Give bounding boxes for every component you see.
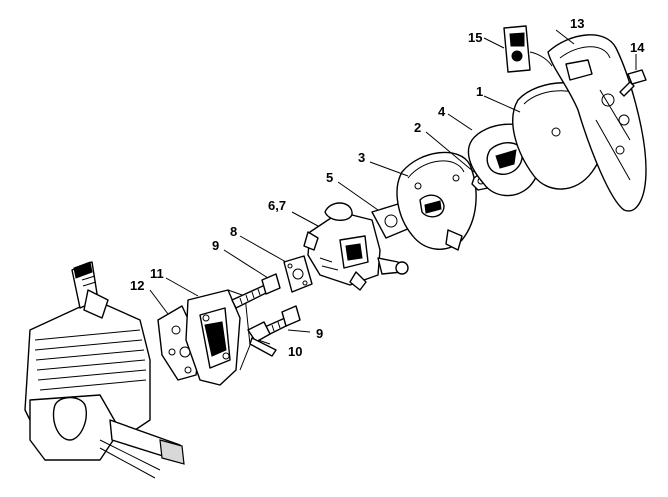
callout-6-7: 6,7 — [268, 198, 286, 213]
gasket-8 — [283, 255, 313, 293]
callout-10: 10 — [288, 344, 302, 359]
callout-4: 4 — [438, 104, 446, 119]
callout-9-upper: 9 — [212, 238, 219, 253]
callout-1: 1 — [476, 84, 483, 99]
engine-block — [24, 261, 185, 479]
callout-14: 14 — [630, 40, 645, 55]
cover-13 — [547, 34, 647, 212]
screw-14 — [619, 69, 647, 97]
callout-2: 2 — [414, 120, 421, 135]
callout-11: 11 — [150, 266, 164, 281]
screw-9-upper — [231, 273, 281, 309]
leader-lines — [149, 29, 637, 345]
callout-5: 5 — [326, 170, 333, 185]
warning-label-15 — [503, 25, 553, 73]
base-plate-3 — [396, 151, 477, 251]
callout-13: 13 — [570, 16, 584, 31]
callout-8: 8 — [230, 224, 237, 239]
intake-flange-11 — [185, 289, 251, 386]
callout-12: 12 — [130, 278, 144, 293]
callout-9-lower: 9 — [316, 326, 323, 341]
callout-labels: 1 2 3 4 5 6,7 8 9 9 10 11 12 13 14 15 — [130, 16, 645, 359]
carburetor-6-7 — [303, 202, 409, 291]
callout-15: 15 — [468, 30, 482, 45]
callout-3: 3 — [358, 150, 365, 165]
clip-10 — [247, 321, 277, 357]
